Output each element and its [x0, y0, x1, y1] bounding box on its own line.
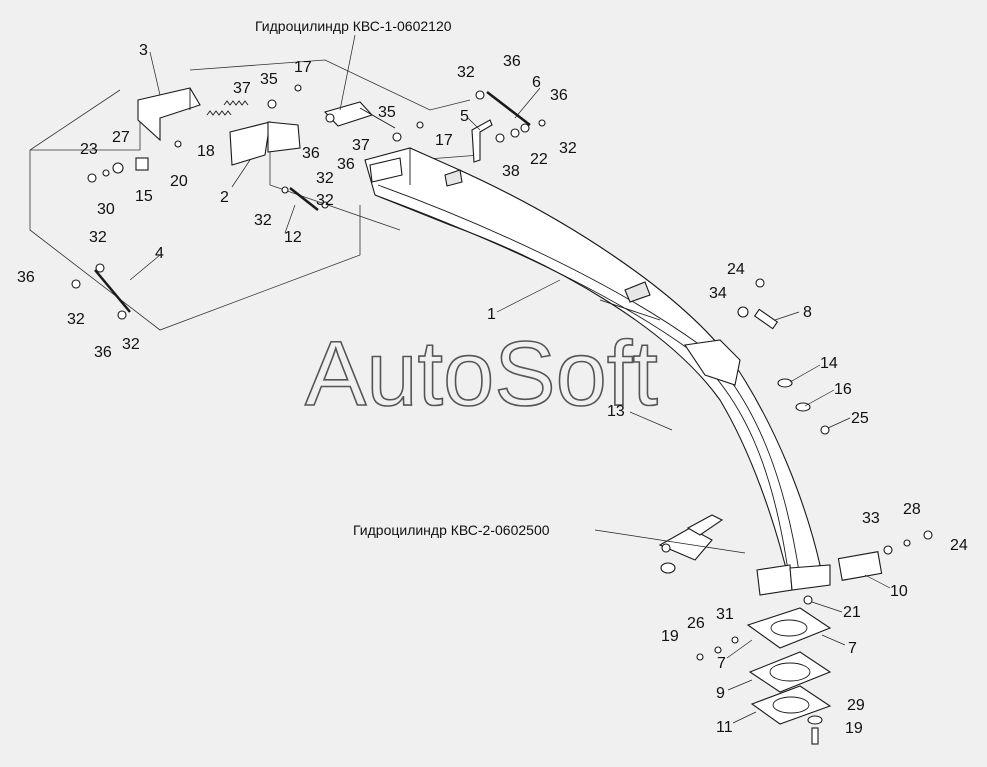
label-2: 2: [220, 189, 229, 206]
label-38: 38: [502, 163, 520, 180]
label-16: 16: [834, 381, 852, 398]
label-37a: 37: [233, 80, 251, 97]
bracket-3: [137, 87, 201, 142]
label-4: 4: [155, 245, 164, 262]
label-18: 18: [197, 143, 215, 160]
label-36e: 36: [503, 53, 521, 70]
bracket-2: [229, 121, 301, 166]
label-36c: 36: [302, 145, 320, 162]
label-31: 31: [716, 606, 734, 623]
label-36b: 36: [94, 344, 112, 361]
label-35b: 35: [378, 104, 396, 121]
rods: [94, 91, 531, 313]
label-10: 10: [890, 583, 908, 600]
label-30: 30: [97, 201, 115, 218]
label-15: 15: [135, 188, 153, 205]
label-35a: 35: [260, 71, 278, 88]
position-numbers: 1 2 3 4 5 6 7 7 8 9 10 11 12 13 14 15 16…: [17, 42, 968, 737]
hydraulic-cylinder-2: [658, 514, 724, 574]
label-22: 22: [530, 151, 548, 168]
label-21: 21: [843, 604, 861, 621]
label-32c: 32: [122, 336, 140, 353]
leader-lines: [129, 34, 891, 724]
hydraulic-cylinder-1: [323, 101, 396, 129]
label-23: 23: [80, 141, 98, 158]
label-8: 8: [803, 304, 812, 321]
label-32e: 32: [316, 170, 334, 187]
label-29: 29: [847, 697, 865, 714]
label-6: 6: [532, 74, 541, 91]
curved-frame: [364, 147, 831, 596]
label-9: 9: [716, 685, 725, 702]
label-19b: 19: [845, 720, 863, 737]
label-17a: 17: [294, 59, 312, 76]
watermark: AutoSoft: [305, 323, 658, 425]
label-26: 26: [687, 615, 705, 632]
label-27: 27: [112, 129, 130, 146]
plates: [746, 607, 832, 725]
callout-cylinder-2: Гидроцилиндр КВС-2-0602500: [353, 522, 550, 538]
bracket-5: [471, 119, 493, 163]
label-32a: 32: [89, 229, 107, 246]
label-24b: 24: [950, 537, 968, 554]
label-14: 14: [820, 355, 838, 372]
callout-cylinder-1: Гидроцилиндр КВС-1-0602120: [255, 18, 452, 34]
label-24a: 24: [727, 261, 745, 278]
label-25: 25: [851, 410, 869, 427]
label-32b: 32: [67, 311, 85, 328]
label-12: 12: [284, 229, 302, 246]
springs-18: [206, 100, 249, 116]
label-34: 34: [709, 285, 727, 302]
label-3: 3: [139, 42, 148, 59]
label-33: 33: [862, 510, 880, 527]
label-1: 1: [487, 306, 496, 323]
label-36a: 36: [17, 269, 35, 286]
label-13: 13: [607, 403, 625, 420]
label-7a: 7: [717, 655, 726, 672]
label-20: 20: [170, 173, 188, 190]
label-32f: 32: [316, 192, 334, 209]
label-5: 5: [460, 108, 469, 125]
label-11: 11: [716, 719, 733, 736]
label-28: 28: [903, 501, 921, 518]
label-32h: 32: [559, 140, 577, 157]
fasteners: [71, 84, 933, 745]
label-37b: 37: [352, 137, 370, 154]
label-19a: 19: [661, 628, 679, 645]
label-17b: 17: [435, 132, 453, 149]
label-36f: 36: [550, 87, 568, 104]
label-32g: 32: [457, 64, 475, 81]
label-7b: 7: [848, 640, 857, 657]
label-36d: 36: [337, 156, 355, 173]
label-32d: 32: [254, 212, 272, 229]
